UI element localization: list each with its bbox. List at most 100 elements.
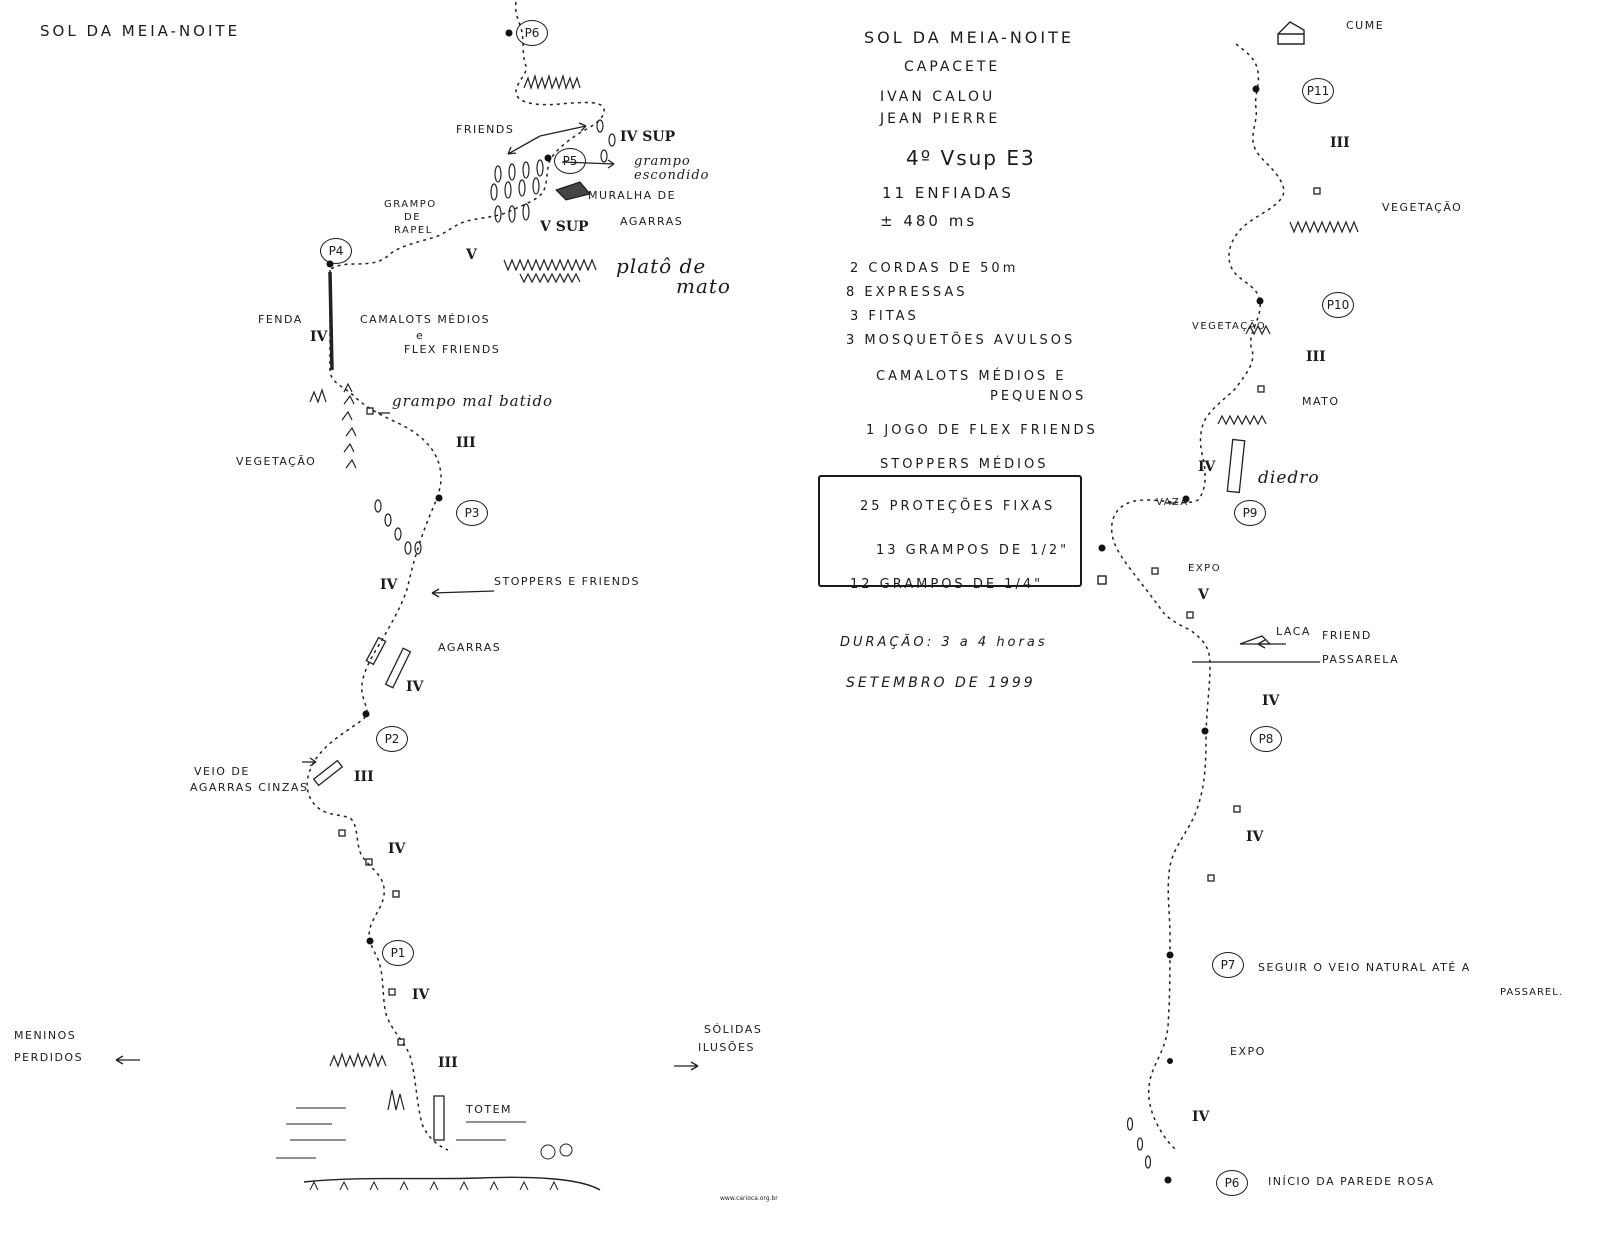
grade-iv-fenda: IV xyxy=(310,329,328,345)
gear-ropes: 2 CORDAS DE 50m xyxy=(850,261,1019,276)
arrow-meninos xyxy=(115,1055,140,1065)
symbol-quarter-square xyxy=(1097,575,1107,585)
note-camalots-1: CAMALOTS MÉDIOS xyxy=(360,313,491,326)
bolt-sq-r3 xyxy=(1151,567,1159,575)
note-solidas-1: SÓLIDAS xyxy=(704,1023,763,1036)
anchor-p6-left: P6 xyxy=(516,20,548,46)
grade-r-iv-1: IV xyxy=(1198,459,1216,475)
grade-r-iii-2: III xyxy=(1306,349,1326,365)
bolt-sq-r5 xyxy=(1233,805,1241,813)
gear-mosquetoes: 3 MOSQUETÕES AVULSOS xyxy=(846,333,1076,348)
anchor-p6-right: P6 xyxy=(1216,1170,1248,1196)
anchor-dot-p6-right xyxy=(1164,1176,1172,1184)
arrow-solidas xyxy=(674,1061,699,1071)
note-cume: CUME xyxy=(1346,19,1385,32)
veg-left-mid xyxy=(309,382,357,469)
note-diedro: diedro xyxy=(1258,468,1320,488)
gear-fitas: 3 FITAS xyxy=(850,309,919,324)
anchor-dot-p8 xyxy=(1201,727,1209,735)
totem-shape xyxy=(433,1095,445,1141)
anchor-p9: P9 xyxy=(1234,500,1266,526)
arrow-laca xyxy=(1257,639,1286,649)
agarras-bar-2 xyxy=(384,647,412,689)
note-vegetacao: VEGETAÇÃO xyxy=(236,455,317,468)
note-passarela-2: PASSAREL. xyxy=(1500,987,1563,998)
anchor-dot-p5 xyxy=(544,154,552,162)
note-camalots-2: e xyxy=(416,329,425,342)
bolt-sq-1 xyxy=(338,829,346,837)
note-veio-2: AGARRAS CINZAS xyxy=(190,781,309,794)
gear-stoppers: STOPPERS MÉDIOS xyxy=(880,457,1049,472)
note-camalots-3: FLEX FRIENDS xyxy=(404,343,501,356)
grade-iv-5: IV xyxy=(412,987,430,1003)
left-title: SOL DA MEIA-NOITE xyxy=(40,22,241,40)
anchor-p1: P1 xyxy=(382,940,414,966)
anchor-p8: P8 xyxy=(1250,726,1282,752)
info-author-3: JEAN PIERRE xyxy=(880,111,1001,127)
anchor-p11: P11 xyxy=(1302,78,1334,104)
grade-r-iv-2: IV xyxy=(1262,693,1280,709)
ground-scribble xyxy=(309,1180,559,1191)
veg-right-mato xyxy=(1217,414,1267,426)
bolt-sq-r6 xyxy=(1207,874,1215,882)
gear-camalots-2: PEQUENOS xyxy=(990,389,1087,404)
anchor-dot-p2 xyxy=(362,710,370,718)
anchor-dot-p9 xyxy=(1182,495,1190,503)
anchor-dot-p7 xyxy=(1166,951,1174,959)
site-credit: www.carioca.org.br xyxy=(720,1195,778,1202)
agarras-bar-1 xyxy=(365,636,387,666)
muralha-block xyxy=(555,181,591,201)
note-meninos-1: MENINOS xyxy=(14,1029,77,1042)
fenda-crack xyxy=(328,271,334,371)
grade-iv-2: IV xyxy=(380,577,398,593)
arrow-stoppers xyxy=(431,588,495,598)
anchor-dot-p3 xyxy=(435,494,443,502)
tree-1 xyxy=(540,1144,556,1160)
note-expo-2: EXPO xyxy=(1230,1045,1266,1058)
bolt-malbatido xyxy=(366,407,374,415)
anchor-p4: P4 xyxy=(320,238,352,264)
gear-camalots-1: CAMALOTS MÉDIOS E xyxy=(876,369,1067,384)
note-passarela: PASSARELA xyxy=(1322,653,1400,666)
grade-r-iii-1: III xyxy=(1330,135,1350,151)
note-meninos-2: PERDIDOS xyxy=(14,1051,84,1064)
note-grampo-rapel-2: DE xyxy=(404,212,422,223)
laca-shape xyxy=(1239,635,1272,645)
note-agarras: AGARRAS xyxy=(620,215,684,228)
info-length: ± 480 ms xyxy=(880,212,978,230)
grade-v-plato: V xyxy=(466,247,477,263)
note-friends: FRIENDS xyxy=(456,123,515,136)
bolt-sq-4 xyxy=(388,988,396,996)
note-vegetacao-mid: VEGETAÇÃO xyxy=(1192,321,1267,332)
note-mato: MATO xyxy=(1302,395,1340,408)
veio-bar xyxy=(312,759,344,787)
bolt-sq-5 xyxy=(397,1038,405,1046)
symbol-half-dot xyxy=(1098,544,1106,552)
note-expo-1: EXPO xyxy=(1188,563,1222,574)
grade-r-iv-4: IV xyxy=(1192,1109,1210,1125)
note-grampo-rapel-1: GRAMPO xyxy=(384,199,437,210)
info-pitches: 11 ENFIADAS xyxy=(882,184,1014,202)
bolt-sq-r2 xyxy=(1257,385,1265,393)
anchor-p10: P10 xyxy=(1322,292,1354,318)
anchor-p5: P5 xyxy=(554,148,586,174)
note-fenda: FENDA xyxy=(258,313,303,326)
note-totem: TOTEM xyxy=(466,1103,513,1116)
info-author-2: IVAN CALOU xyxy=(880,89,996,105)
note-inicio: INÍCIO DA PAREDE ROSA xyxy=(1268,1175,1435,1188)
grade-iv-4: IV xyxy=(388,841,406,857)
grade-r-v: V xyxy=(1198,587,1209,603)
note-grampo-malbatido: grampo mal batido xyxy=(392,392,554,410)
bolt-sq-3 xyxy=(392,890,400,898)
grade-ivsup: IV SUP xyxy=(620,129,676,145)
tree-2 xyxy=(559,1143,573,1157)
anchor-p7: P7 xyxy=(1212,952,1244,978)
anchor-p2: P2 xyxy=(376,726,408,752)
grade-vsup: V SUP xyxy=(540,219,589,235)
bolt-sq-r4 xyxy=(1186,611,1194,619)
grade-iii-3: III xyxy=(438,1055,458,1071)
info-grade: 4º Vsup E3 xyxy=(906,146,1036,170)
veg-right-top xyxy=(1289,220,1359,234)
